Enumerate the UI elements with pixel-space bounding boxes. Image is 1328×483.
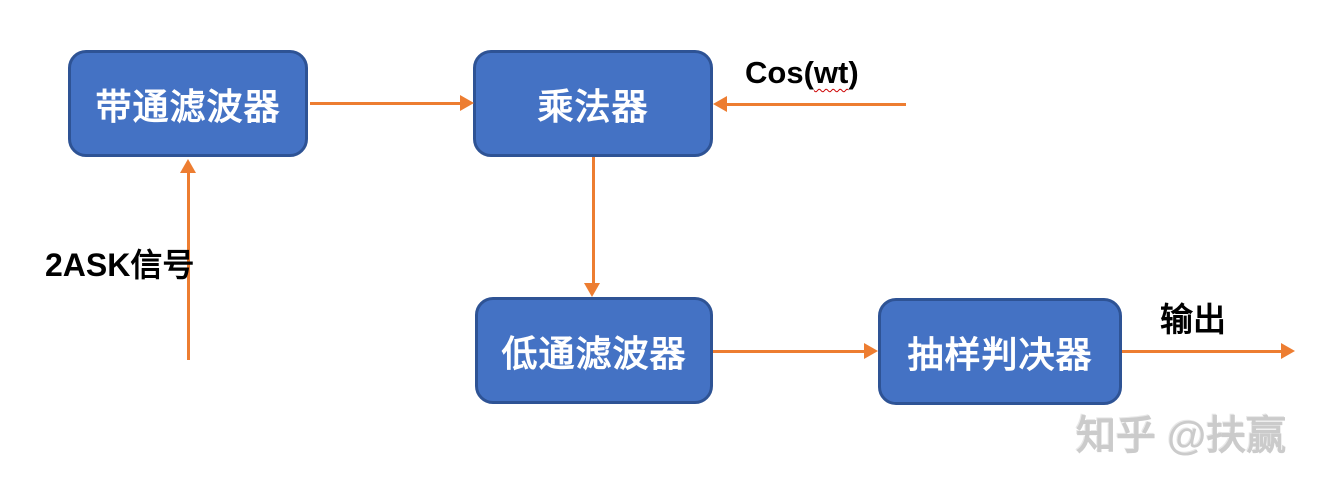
arrow-head-up-icon: [180, 159, 196, 173]
node-lowpass-filter: 低通滤波器: [475, 297, 713, 404]
arrow-head-down-icon: [584, 283, 600, 297]
node-bandpass-filter-label: 带通滤波器: [95, 85, 281, 127]
watermark: 知乎 @扶赢: [1076, 414, 1287, 458]
node-bandpass-filter: 带通滤波器: [68, 50, 308, 157]
node-sampling-decision: 抽样判决器: [878, 298, 1122, 405]
arrow-line: [713, 350, 865, 353]
arrow-line: [1122, 350, 1282, 353]
node-sampling-decision-label: 抽样判决器: [907, 333, 1093, 375]
arrow-line: [592, 157, 595, 285]
label-input-signal: 2ASK信号: [45, 247, 195, 283]
arrow-line: [726, 103, 906, 106]
arrow-head-right-icon: [1281, 343, 1295, 359]
label-carrier: Cos(wt): [745, 55, 859, 91]
node-multiplier: 乘法器: [473, 50, 713, 157]
label-carrier-suffix: ): [848, 55, 859, 90]
arrow-head-right-icon: [460, 95, 474, 111]
arrow-head-right-icon: [864, 343, 878, 359]
node-lowpass-filter-label: 低通滤波器: [501, 332, 687, 374]
arrow-line: [310, 102, 462, 105]
arrow-head-left-icon: [713, 96, 727, 112]
label-output: 输出: [1160, 301, 1226, 338]
node-multiplier-label: 乘法器: [537, 85, 649, 127]
arrow-line: [187, 172, 190, 360]
label-carrier-prefix: Cos(: [745, 55, 814, 90]
label-carrier-wt: wt: [813, 55, 849, 90]
